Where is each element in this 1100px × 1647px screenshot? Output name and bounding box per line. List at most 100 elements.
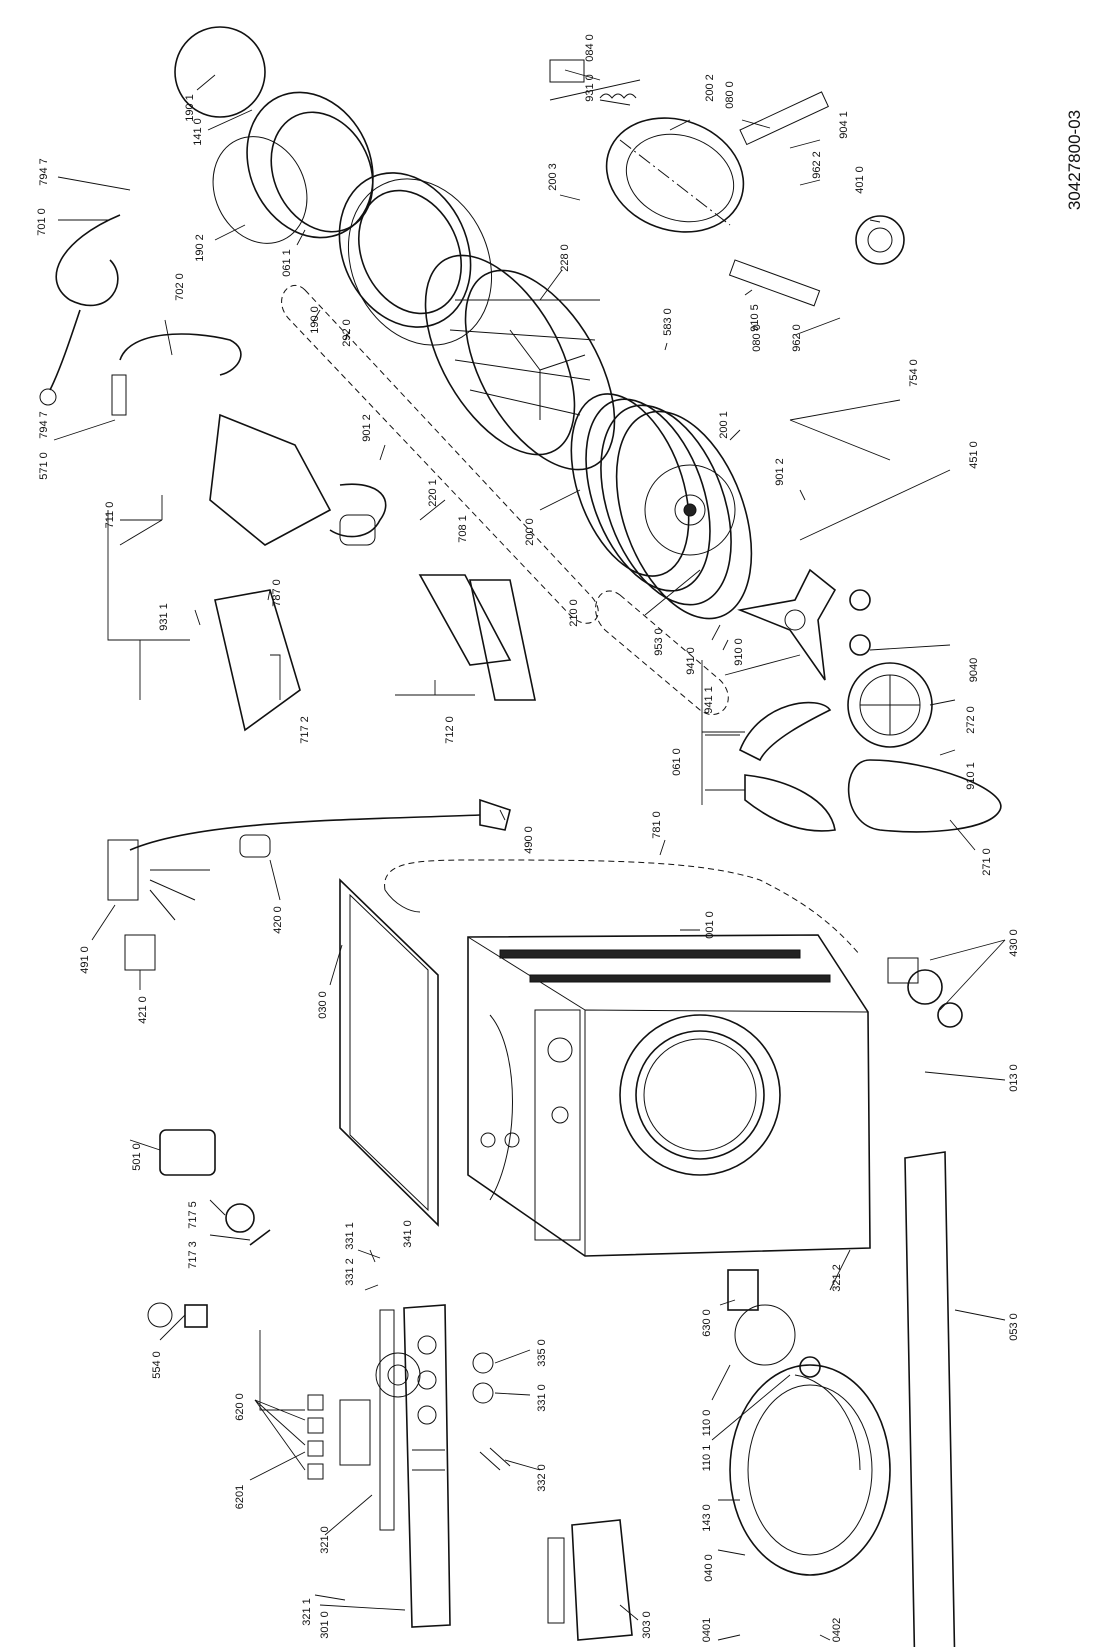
part-label: 321 0: [319, 1526, 331, 1554]
part-label: 220 1: [427, 479, 439, 507]
part-label: 331 1: [344, 1222, 356, 1250]
part-label: 702 0: [174, 273, 186, 301]
part-label: 794 7: [38, 411, 50, 439]
part-label: 901 2: [774, 458, 786, 486]
part-label: 931 0: [584, 74, 596, 102]
part-label: 200 3: [547, 163, 559, 191]
part-label: 080 0: [751, 324, 763, 352]
part-label: 901 2: [361, 414, 373, 442]
part-label: 962 2: [811, 151, 823, 179]
part-label: 717 3: [187, 1241, 199, 1269]
part-label: 292 0: [341, 319, 353, 347]
leader-lines: [53, 69, 1006, 1641]
part-label: 110 1: [701, 1445, 713, 1472]
part-label: 501 0: [131, 1143, 143, 1171]
part-label: 931 1: [158, 603, 170, 631]
part-label: 754 0: [908, 359, 920, 387]
part-label: 781 0: [651, 811, 663, 839]
part-label: 061 0: [671, 748, 683, 776]
part-label: 200 2: [704, 74, 716, 102]
rear-tub-drawing: [549, 59, 905, 307]
part-label: 053 0: [1008, 1313, 1020, 1341]
part-labels: 084 0 931 0 200 2 080 0 904 1 962 2 401 …: [36, 34, 1020, 1642]
part-label: 962 0: [791, 324, 803, 352]
gasket-rings-drawing: [174, 26, 493, 346]
dispenser-housing-drawing: [209, 413, 387, 732]
door-drawing: [729, 1356, 891, 1576]
part-label: 0402: [831, 1618, 843, 1642]
part-label: 200 1: [718, 411, 730, 439]
part-label: 554 0: [151, 1351, 163, 1379]
part-label: 451 0: [968, 441, 980, 469]
part-label: 904 1: [838, 111, 850, 139]
mains-cable-drawing: [107, 798, 511, 971]
part-label: 321 2: [831, 1264, 843, 1292]
part-label: 143 0: [701, 1504, 713, 1532]
drive-drawing: [737, 568, 1002, 833]
drain-pump-drawing: [887, 957, 963, 1028]
part-label: 272 0: [965, 706, 977, 734]
part-label: 321 1: [301, 1598, 313, 1626]
counterweight-drawing: [738, 701, 836, 832]
part-label: 953 0: [653, 628, 665, 656]
part-label: 701 0: [36, 208, 48, 236]
part-label: 490 0: [523, 826, 535, 854]
drain-hose-drawing: [384, 859, 861, 956]
part-label: 200 0: [524, 518, 536, 546]
part-label: 190 0: [309, 306, 321, 334]
part-label: 335 0: [536, 1339, 548, 1367]
tub-drawing: [570, 393, 753, 620]
part-label: 190 1: [184, 94, 196, 122]
part-label: 571 0: [38, 452, 50, 480]
part-label: 080 0: [724, 81, 736, 109]
part-label: 711 0: [104, 502, 116, 529]
part-label: 421 0: [137, 996, 149, 1024]
part-label: 620 0: [234, 1393, 246, 1421]
part-label: 228 0: [559, 244, 571, 272]
part-label: 941 1: [703, 686, 715, 714]
part-label: 717 5: [187, 1201, 199, 1229]
worktop-drawing: [339, 878, 439, 1227]
detergent-drawer-drawing: [418, 574, 536, 701]
control-panel-drawing: [379, 1304, 633, 1641]
part-label: 910 0: [733, 638, 745, 666]
plinth-drawing: [904, 1151, 956, 1647]
part-label: 210 0: [568, 599, 580, 627]
part-label: 787 0: [271, 579, 283, 607]
part-label: 910 1: [965, 762, 977, 790]
drum-drawing: [424, 254, 616, 471]
part-label: 717 2: [299, 716, 311, 744]
part-label: 630 0: [701, 1309, 713, 1337]
part-label: 061 1: [281, 249, 293, 277]
part-label: 941 0: [685, 647, 697, 675]
part-label: 6201: [234, 1485, 246, 1509]
part-label: 583 0: [662, 308, 674, 336]
part-label: 084 0: [584, 34, 596, 62]
inlet-hose-drawing: [39, 214, 242, 416]
part-label: 0401: [701, 1618, 713, 1642]
part-label: 303 0: [641, 1611, 653, 1639]
part-label: 910 5: [749, 304, 761, 332]
part-label: 430 0: [1008, 929, 1020, 957]
part-label: 030 0: [317, 991, 329, 1019]
part-label: 401 0: [854, 166, 866, 194]
part-label: 712 0: [444, 716, 456, 744]
part-label: 332 0: [536, 1464, 548, 1492]
part-label: 110 0: [701, 1410, 713, 1437]
electrical-parts-drawing: [147, 1129, 796, 1480]
part-label: 301 0: [319, 1611, 331, 1639]
part-label: 331 0: [536, 1384, 548, 1412]
document-number: 30427800-03: [1065, 110, 1084, 210]
part-label: 491 0: [79, 946, 91, 974]
part-label: 9040: [968, 658, 980, 682]
part-label: 420 0: [272, 906, 284, 934]
part-label: 794 7: [38, 158, 50, 186]
part-label: 708 1: [457, 515, 469, 543]
part-label: 013 0: [1008, 1064, 1020, 1092]
part-label: 341 0: [402, 1220, 414, 1248]
part-label: 001 0: [704, 911, 716, 939]
part-label: 331 2: [344, 1258, 356, 1286]
cabinet-drawing: [467, 934, 871, 1257]
part-label: 271 0: [981, 848, 993, 876]
